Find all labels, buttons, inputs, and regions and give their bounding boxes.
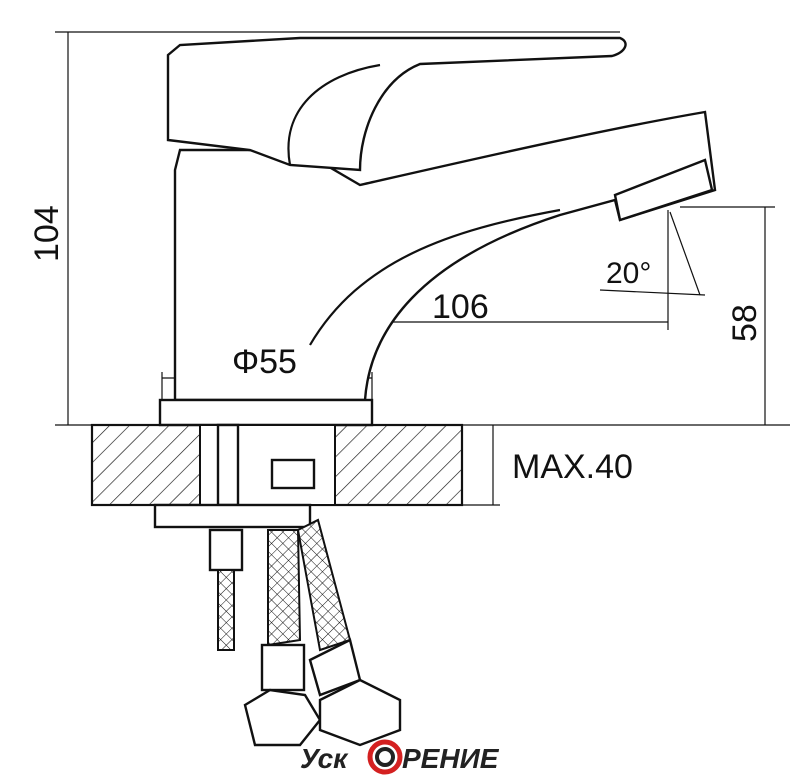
brand-logo: Уск РЕНИЕ bbox=[300, 739, 500, 775]
spout-angle-label: 20° bbox=[606, 257, 651, 290]
base-diameter-label: Φ55 bbox=[232, 343, 297, 381]
counter-top-section bbox=[90, 423, 464, 651]
spout-height-label: 58 bbox=[726, 304, 764, 342]
svg-text:РЕНИЕ: РЕНИЕ bbox=[402, 743, 500, 774]
faucet-body bbox=[158, 36, 717, 427]
svg-text:Уск: Уск bbox=[300, 743, 349, 774]
supply-hoses bbox=[243, 518, 402, 747]
height-total-label: 104 bbox=[28, 205, 66, 262]
max-thickness-label: MAX.40 bbox=[512, 448, 633, 486]
spout-reach-label: 106 bbox=[432, 288, 489, 326]
